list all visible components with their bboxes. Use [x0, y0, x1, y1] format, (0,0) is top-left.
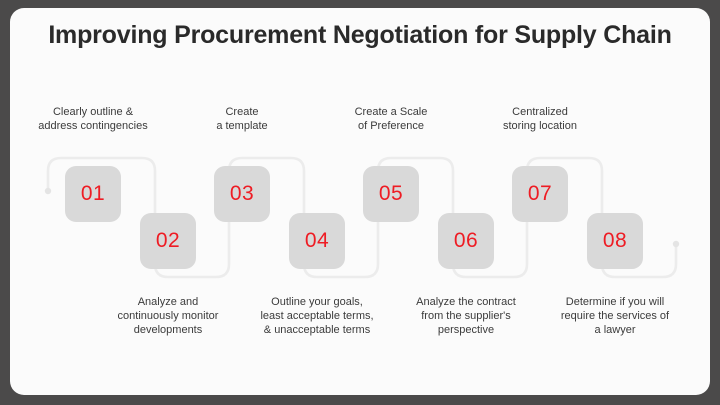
step-number-06: 06: [453, 229, 479, 252]
step-number-02: 02: [155, 229, 181, 252]
step-number-03: 03: [229, 182, 255, 205]
step-number-01: 01: [80, 182, 106, 205]
step-caption-01: Clearly outline &address contingencies: [38, 106, 148, 132]
step-number-04: 04: [304, 229, 330, 252]
process-diagram: 01 Clearly outline &address contingencie…: [10, 8, 710, 395]
path-start-dot: [44, 187, 52, 195]
step-node-03[interactable]: 03: [214, 166, 270, 222]
step-node-08[interactable]: 08: [587, 213, 643, 269]
step-number-05: 05: [378, 182, 404, 205]
step-caption-04: Outline your goals,least acceptable term…: [260, 296, 374, 336]
step-node-04[interactable]: 04: [289, 213, 345, 269]
path-end-dot: [672, 240, 680, 248]
step-node-02[interactable]: 02: [140, 213, 196, 269]
step-number-08: 08: [602, 229, 628, 252]
step-node-05[interactable]: 05: [363, 166, 419, 222]
slide-card: Improving Procurement Negotiation for Su…: [10, 8, 710, 395]
page-title: Improving Procurement Negotiation for Su…: [48, 21, 672, 49]
step-node-01[interactable]: 01: [65, 166, 121, 222]
step-node-06[interactable]: 06: [438, 213, 494, 269]
step-number-07: 07: [527, 182, 553, 205]
step-node-07[interactable]: 07: [512, 166, 568, 222]
